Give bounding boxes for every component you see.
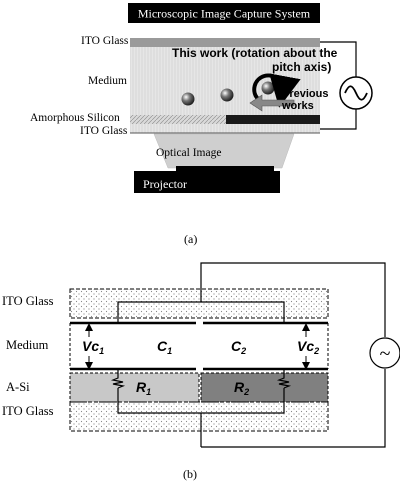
sine-wave-icon [344,85,368,101]
previous-works-label-line1: Previous [282,88,328,100]
label-ito-glass-bottom: ITO Glass [80,125,128,137]
resistor-r1-icon [110,376,126,389]
label-medium: Medium [88,75,127,87]
ac-wire-bottom [320,109,357,130]
ito-glass-bottom-layer [130,124,320,133]
resistor-r2-icon [276,376,292,389]
capture-system-bar [128,3,320,23]
particle-right [261,81,275,95]
previous-works-arrow-icon [249,94,295,112]
projector-label: Projector [143,177,187,191]
panel-a: Microscopic Image Capture System This wo… [30,3,373,246]
label-b-ito-glass-top: ITO Glass [2,294,54,308]
amorphous-silicon-left [130,115,226,124]
c1-label: C1 [157,338,172,356]
optical-image-beam [153,133,295,169]
ac-source-b-icon [369,337,400,369]
r2-label: R2 [234,379,249,397]
ito-glass-top-layer [130,38,320,47]
projector-lens [176,166,274,171]
ac-wire-top [320,41,357,77]
asi-block-left [69,372,200,403]
label-b-medium: Medium [6,338,49,352]
vc1-label: Vc1 [82,338,104,356]
particle-middle [220,88,234,102]
wire-ac-return [201,369,386,448]
label-amorphous-silicon: Amorphous Silicon [30,112,120,124]
optical-image-label: Optical Image [156,147,221,159]
ito-glass-bottom-block [69,401,329,432]
ito-glass-top-block [69,288,329,319]
this-work-label-line2: pitch axis) [272,60,331,74]
capture-system-label: Microscopic Image Capture System [138,7,311,21]
this-work-label-line1: This work (rotation about the [172,46,338,60]
label-b-ito-glass-bottom: ITO Glass [2,404,54,418]
r1-label: R1 [136,379,151,397]
projector-body [134,171,280,193]
vc2-label: Vc2 [297,338,319,356]
asi-block-right [200,372,329,403]
wire-ac-supply [200,262,386,337]
panel-b: Vc1 Vc2 C1 C2 R1 R2 ~ ITO Glass Medium A… [2,262,400,481]
previous-works-label-line2: works [281,100,314,112]
ac-source-symbol: ~ [380,343,391,365]
caption-b: (b) [183,467,197,481]
c2-label: C2 [231,338,246,356]
label-b-asi: A-Si [6,380,30,394]
caption-a: (a) [184,232,197,246]
particle-left [181,92,195,106]
label-ito-glass-top: ITO Glass [81,35,129,47]
device-stack: This work (rotation about the pitch axis… [130,38,338,134]
amorphous-silicon-right [226,115,320,124]
rotation-arrow-icon [252,73,301,108]
